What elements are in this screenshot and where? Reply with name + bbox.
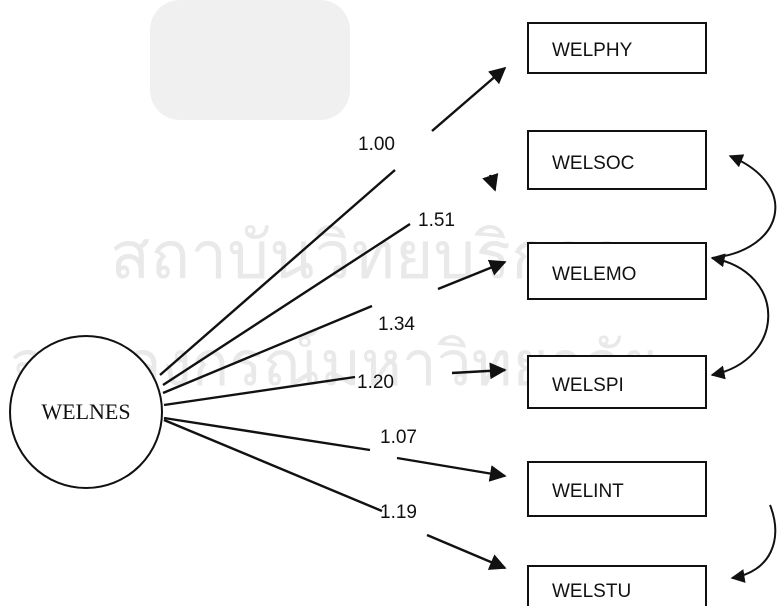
indicator-welphy: WELPHY [527,22,707,74]
error-covariances [710,154,777,583]
indicator-label: WELSTU [552,581,631,602]
loading-welphy: 1.00 [358,134,395,155]
indicator-welsoc: WELSOC [527,130,707,190]
path-arrow-welphy [431,66,507,132]
path-arrow-welint [396,456,507,482]
watermark-seal [150,0,350,120]
latent-node: WELNES [9,335,163,489]
indicator-boxes: WELPHY WELSOC WELEMO WELSPI WELINT WELST… [527,22,707,606]
indicator-box [527,565,707,606]
latent-circle [9,335,163,489]
indicator-welstu: WELSTU [527,565,707,606]
indicator-label: WELEMO [552,264,636,285]
loading-welstu: 1.19 [380,502,417,523]
loading-welsoc: 1.51 [418,210,455,231]
indicator-welemo: WELEMO [527,242,707,300]
indicator-box [527,22,707,74]
covariance-curve-welemo-welspi [710,253,770,380]
indicator-welspi: WELSPI [527,355,707,409]
indicator-welint: WELINT [527,461,707,517]
indicator-box [527,461,707,517]
loading-welemo: 1.34 [378,314,415,335]
path-arrow-welemo [437,259,507,291]
loading-welint: 1.07 [380,427,417,448]
path-arrow-welstu [426,533,507,570]
path-arrow-welspi [451,362,507,380]
loading-labels: 1.00 1.51 1.34 1.20 1.07 1.19 [357,134,455,523]
loading-welspi: 1.20 [357,372,394,393]
indicator-label: WELPHY [552,40,633,61]
indicator-box [527,355,707,409]
indicator-label: WELSOC [552,153,634,174]
indicator-label: WELSPI [552,375,624,396]
path-line-welspi [163,375,356,407]
path-line-welphy [159,169,396,376]
loading-paths [159,66,507,570]
path-line-welemo [162,304,373,395]
path-arrow-welsoc [482,172,499,192]
indicator-label: WELINT [552,481,624,502]
covariance-curve-welstu [730,504,777,583]
indicator-box [527,130,707,190]
indicator-box [527,242,707,300]
latent-label: WELNES [41,399,130,424]
covariance-curve-welsoc-welemo [711,154,777,259]
path-line-welint [163,416,371,452]
path-line-welstu [163,418,383,513]
path-line-welsoc [162,222,411,387]
